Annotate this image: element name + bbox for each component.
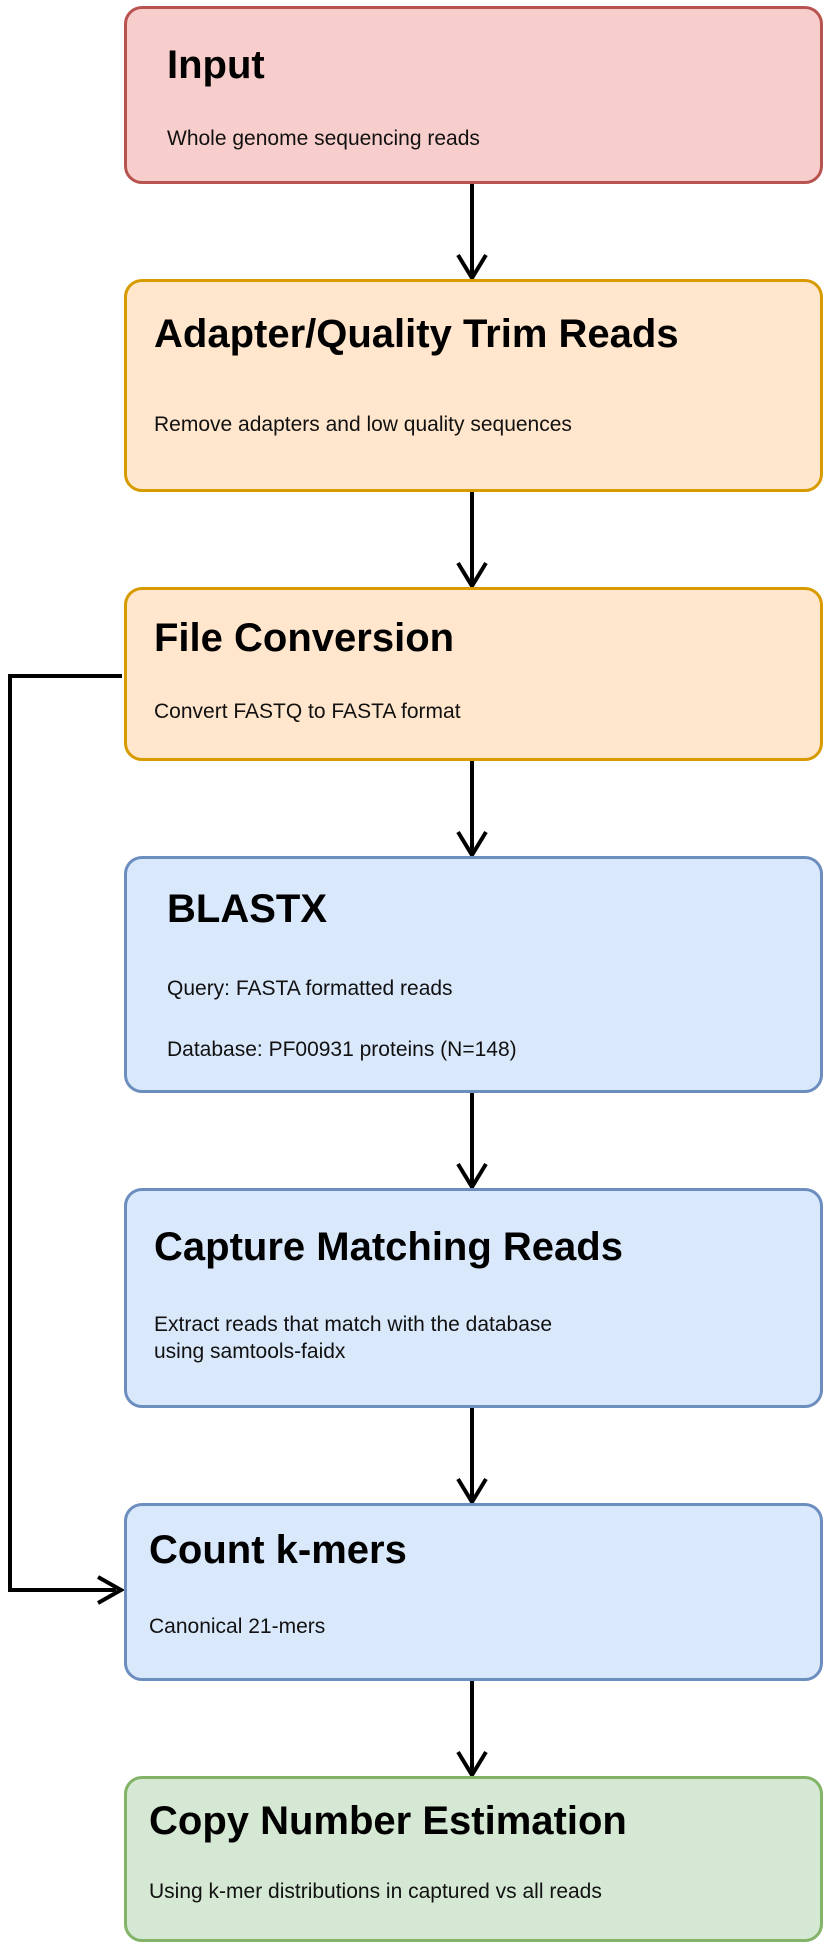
step-copy-number-estimation: Copy Number Estimation Using k-mer distr… bbox=[124, 1776, 823, 1942]
step-detail: Extract reads that match with the databa… bbox=[154, 1313, 553, 1336]
step-title: BLASTX bbox=[167, 887, 327, 931]
step-title: Capture Matching Reads bbox=[154, 1225, 623, 1269]
step-title: Adapter/Quality Trim Reads bbox=[154, 312, 679, 356]
step-capture-matching-reads: Capture Matching Reads Extract reads tha… bbox=[124, 1188, 823, 1408]
step-count-kmers: Count k-mers Canonical 21-mers bbox=[124, 1503, 823, 1681]
step-detail: Convert FASTQ to FASTA format bbox=[154, 700, 461, 723]
step-input: Input Whole genome sequencing reads bbox=[124, 6, 823, 184]
step-blastx: BLASTX Query: FASTA formatted reads Data… bbox=[124, 856, 823, 1093]
step-detail: Canonical 21-mers bbox=[149, 1615, 326, 1638]
step-detail: Whole genome sequencing reads bbox=[167, 127, 480, 150]
step-title: File Conversion bbox=[154, 616, 455, 660]
step-detail: using samtools-faidx bbox=[154, 1340, 346, 1363]
step-detail: Remove adapters and low quality sequence… bbox=[154, 413, 572, 436]
bypass-connector bbox=[8, 674, 122, 1592]
step-detail: Database: PF00931 proteins (N=148) bbox=[167, 1038, 517, 1061]
step-detail: Using k-mer distributions in captured vs… bbox=[149, 1880, 602, 1903]
step-file-conversion: File Conversion Convert FASTQ to FASTA f… bbox=[124, 587, 823, 761]
step-title: Copy Number Estimation bbox=[149, 1799, 627, 1843]
step-detail: Query: FASTA formatted reads bbox=[167, 977, 453, 1000]
step-trim: Adapter/Quality Trim Reads Remove adapte… bbox=[124, 279, 823, 492]
step-title: Input bbox=[167, 43, 265, 87]
step-title: Count k-mers bbox=[149, 1528, 407, 1572]
